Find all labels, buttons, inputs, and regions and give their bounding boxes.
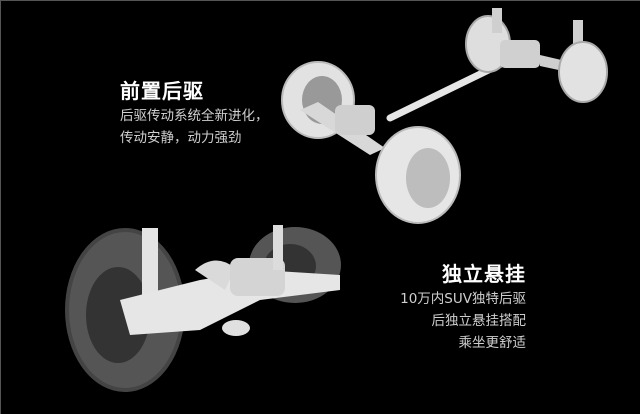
suspension-render-bottom — [65, 225, 341, 392]
chassis-render-top — [281, 8, 608, 224]
rwd-description-line: 后驱传动系统全新进化， — [120, 108, 269, 124]
suspension-title: 独立悬挂 — [442, 262, 526, 286]
rwd-title: 前置后驱 — [120, 79, 204, 103]
suspension-description-line: 后独立悬挂搭配 — [431, 313, 527, 329]
suspension-description-line: 乘坐更舒适 — [458, 335, 527, 351]
suspension-description-line: 10万内SUV独特后驱 — [400, 291, 526, 307]
rwd-description: 后驱传动系统全新进化， 传动安静，动力强劲 — [120, 105, 269, 149]
rwd-description-line: 传动安静，动力强劲 — [120, 130, 242, 146]
suspension-description: 10万内SUV独特后驱 后独立悬挂搭配 乘坐更舒适 — [400, 288, 526, 354]
